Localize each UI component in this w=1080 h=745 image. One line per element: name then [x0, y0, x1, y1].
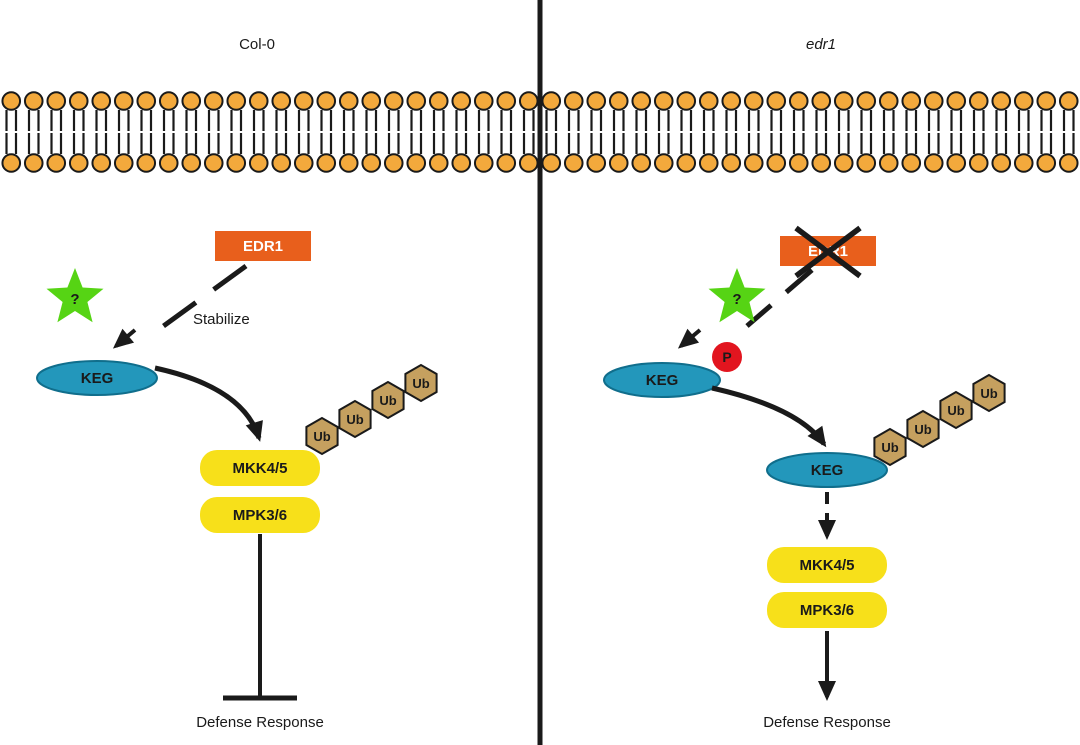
- ub-label: Ub: [914, 422, 931, 437]
- keg-lower-label: KEG: [811, 462, 844, 479]
- ub-hexagon: Ub: [939, 391, 973, 429]
- panel-col0: Col-0 EDR1 Stabilize ? KEG MKK4/5 MPK3/6…: [36, 36, 438, 731]
- mkk45-label: MKK4/5: [799, 557, 854, 574]
- ub-label: Ub: [947, 403, 964, 418]
- phospho-badge: [712, 342, 742, 372]
- edr1-knockout-x: [794, 225, 862, 279]
- mpk36-label: MPK3/6: [233, 507, 287, 524]
- keg-upper-label: KEG: [646, 372, 679, 389]
- mpk36-label: MPK3/6: [800, 602, 854, 619]
- keg-ellipse: [36, 360, 158, 396]
- mkk45-box: [200, 450, 320, 486]
- keg-label: KEG: [81, 370, 114, 387]
- ub-hexagon: Ub: [873, 428, 907, 466]
- ub-chain: Ub Ub Ub Ub: [305, 364, 438, 455]
- ub-label: Ub: [313, 429, 330, 444]
- edr1-to-keg-arrow: [677, 328, 702, 349]
- panel-title-col0: Col-0: [239, 36, 275, 53]
- panel-edr1: edr1 EDR1 ? KEG P KEG Ub Ub: [603, 36, 1006, 731]
- question-mark-label: ?: [732, 291, 741, 308]
- ub-label: Ub: [379, 393, 396, 408]
- ub-hexagon: Ub: [305, 417, 339, 455]
- mkk45-box: [767, 547, 887, 583]
- mpk36-box: [200, 497, 320, 533]
- ub-hexagon: Ub: [371, 381, 405, 419]
- mpk36-box: [767, 592, 887, 628]
- mkk45-label: MKK4/5: [232, 460, 287, 477]
- keg-lower-ellipse: [766, 452, 888, 488]
- question-mark-label: ?: [70, 291, 79, 308]
- keg-upper-ellipse: [603, 362, 721, 398]
- ub-chain: Ub Ub Ub Ub: [873, 374, 1006, 466]
- question-star-icon: [708, 268, 766, 323]
- edr1-label: EDR1: [243, 238, 283, 255]
- edr1-box: [215, 231, 311, 261]
- ub-label: Ub: [881, 440, 898, 455]
- keg-to-mkk-arrow: [154, 365, 263, 442]
- ub-hexagon: Ub: [972, 374, 1006, 412]
- ub-label: Ub: [980, 386, 997, 401]
- ub-label: Ub: [412, 376, 429, 391]
- ub-hexagon: Ub: [906, 410, 940, 448]
- ub-label: Ub: [346, 412, 363, 427]
- keg-to-keg-arrow: [711, 385, 827, 448]
- stabilize-dashed-line: [156, 263, 248, 333]
- defense-response-label: Defense Response: [196, 714, 324, 731]
- panel-divider: [537, 0, 543, 745]
- ub-hexagon: Ub: [404, 364, 438, 402]
- defense-response-label: Defense Response: [763, 714, 891, 731]
- edr1-to-keg-arrow: [112, 328, 137, 349]
- question-star-icon: [46, 268, 104, 323]
- panel-title-edr1: edr1: [806, 36, 836, 53]
- ub-hexagon: Ub: [338, 400, 372, 438]
- stabilize-dashed-line: [745, 268, 814, 328]
- phospho-label: P: [722, 349, 731, 365]
- stabilize-label: Stabilize: [193, 311, 250, 328]
